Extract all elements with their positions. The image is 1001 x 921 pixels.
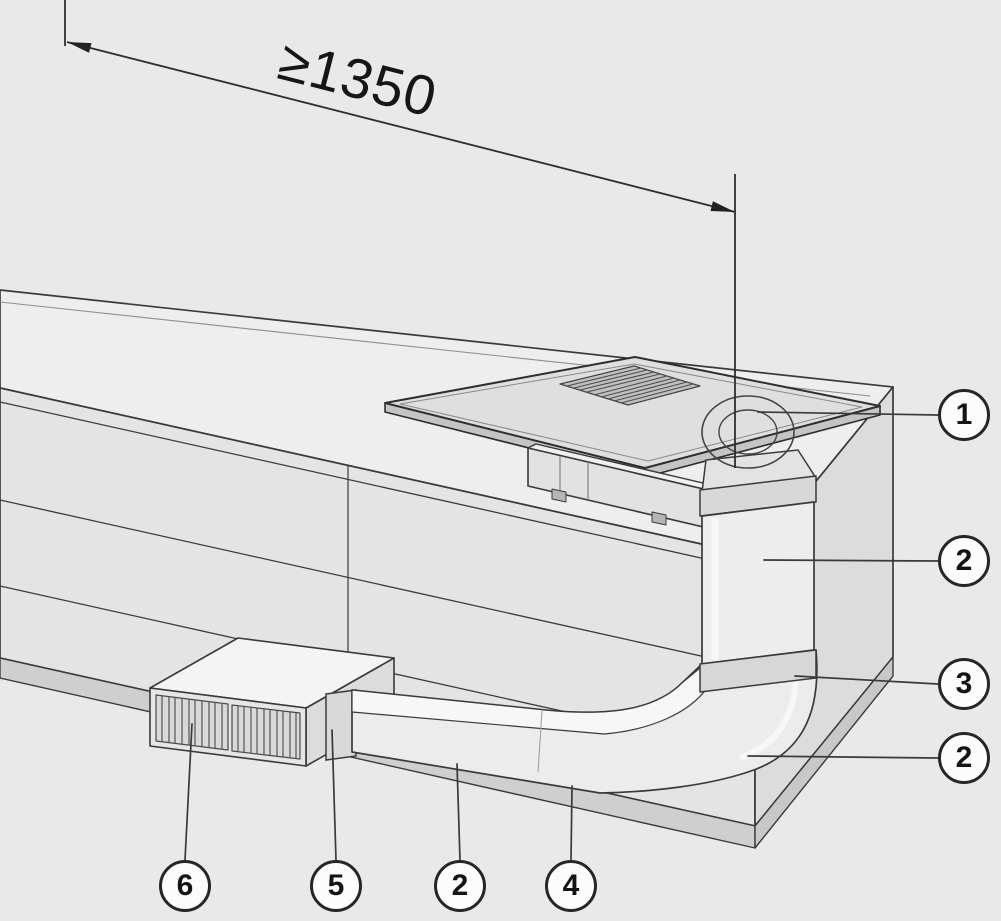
leader-2-riser bbox=[763, 559, 939, 562]
duct-joint-line bbox=[537, 710, 543, 773]
callout-2-riser: 2 bbox=[938, 535, 990, 587]
callout-1: 1 bbox=[938, 389, 990, 441]
recirc-grille-slats-left bbox=[161, 696, 223, 749]
callout-3: 3 bbox=[938, 658, 990, 710]
recirculation-unit bbox=[149, 637, 395, 767]
dimension-arrowhead-right bbox=[710, 201, 735, 212]
horizontal-duct-top-face bbox=[351, 667, 708, 735]
vent-grille-slats bbox=[566, 367, 694, 404]
cooktop-inner-frame bbox=[399, 363, 863, 462]
blower-panel-lines bbox=[559, 456, 589, 500]
dimension bbox=[64, 0, 736, 468]
vertical-duct bbox=[699, 475, 817, 665]
callout-2-elbow: 2 bbox=[938, 732, 990, 784]
horizontal-duct-assembly bbox=[351, 649, 818, 794]
duct-sleeve-top bbox=[699, 475, 817, 517]
leader-2-duct bbox=[456, 763, 461, 861]
callout-2-duct: 2 bbox=[434, 860, 486, 912]
callout-5: 5 bbox=[310, 860, 362, 912]
worktop-front-edge-line bbox=[0, 401, 756, 571]
recirc-grille-slats-right bbox=[237, 705, 297, 759]
dimension-arrowhead-left bbox=[67, 42, 92, 53]
recirc-grille-panel-left bbox=[155, 694, 229, 751]
cooktop-surface bbox=[384, 356, 881, 469]
toe-kick-end bbox=[754, 656, 894, 849]
leader-1 bbox=[757, 411, 939, 416]
leader-5 bbox=[331, 729, 337, 861]
leader-3 bbox=[794, 675, 939, 685]
callout-4: 4 bbox=[545, 860, 597, 912]
cooktop bbox=[384, 356, 881, 478]
collar-ring-inner bbox=[718, 409, 778, 455]
collar-ring-outer bbox=[701, 395, 795, 469]
callout-6: 6 bbox=[159, 860, 211, 912]
leader-2-elbow bbox=[747, 755, 939, 759]
leader-6 bbox=[184, 723, 193, 861]
duct-connector bbox=[325, 689, 357, 761]
leader-4 bbox=[570, 785, 573, 861]
dimension-line bbox=[66, 41, 736, 213]
callout-leader-lines bbox=[184, 411, 939, 861]
vertical-duct-body bbox=[701, 501, 815, 665]
